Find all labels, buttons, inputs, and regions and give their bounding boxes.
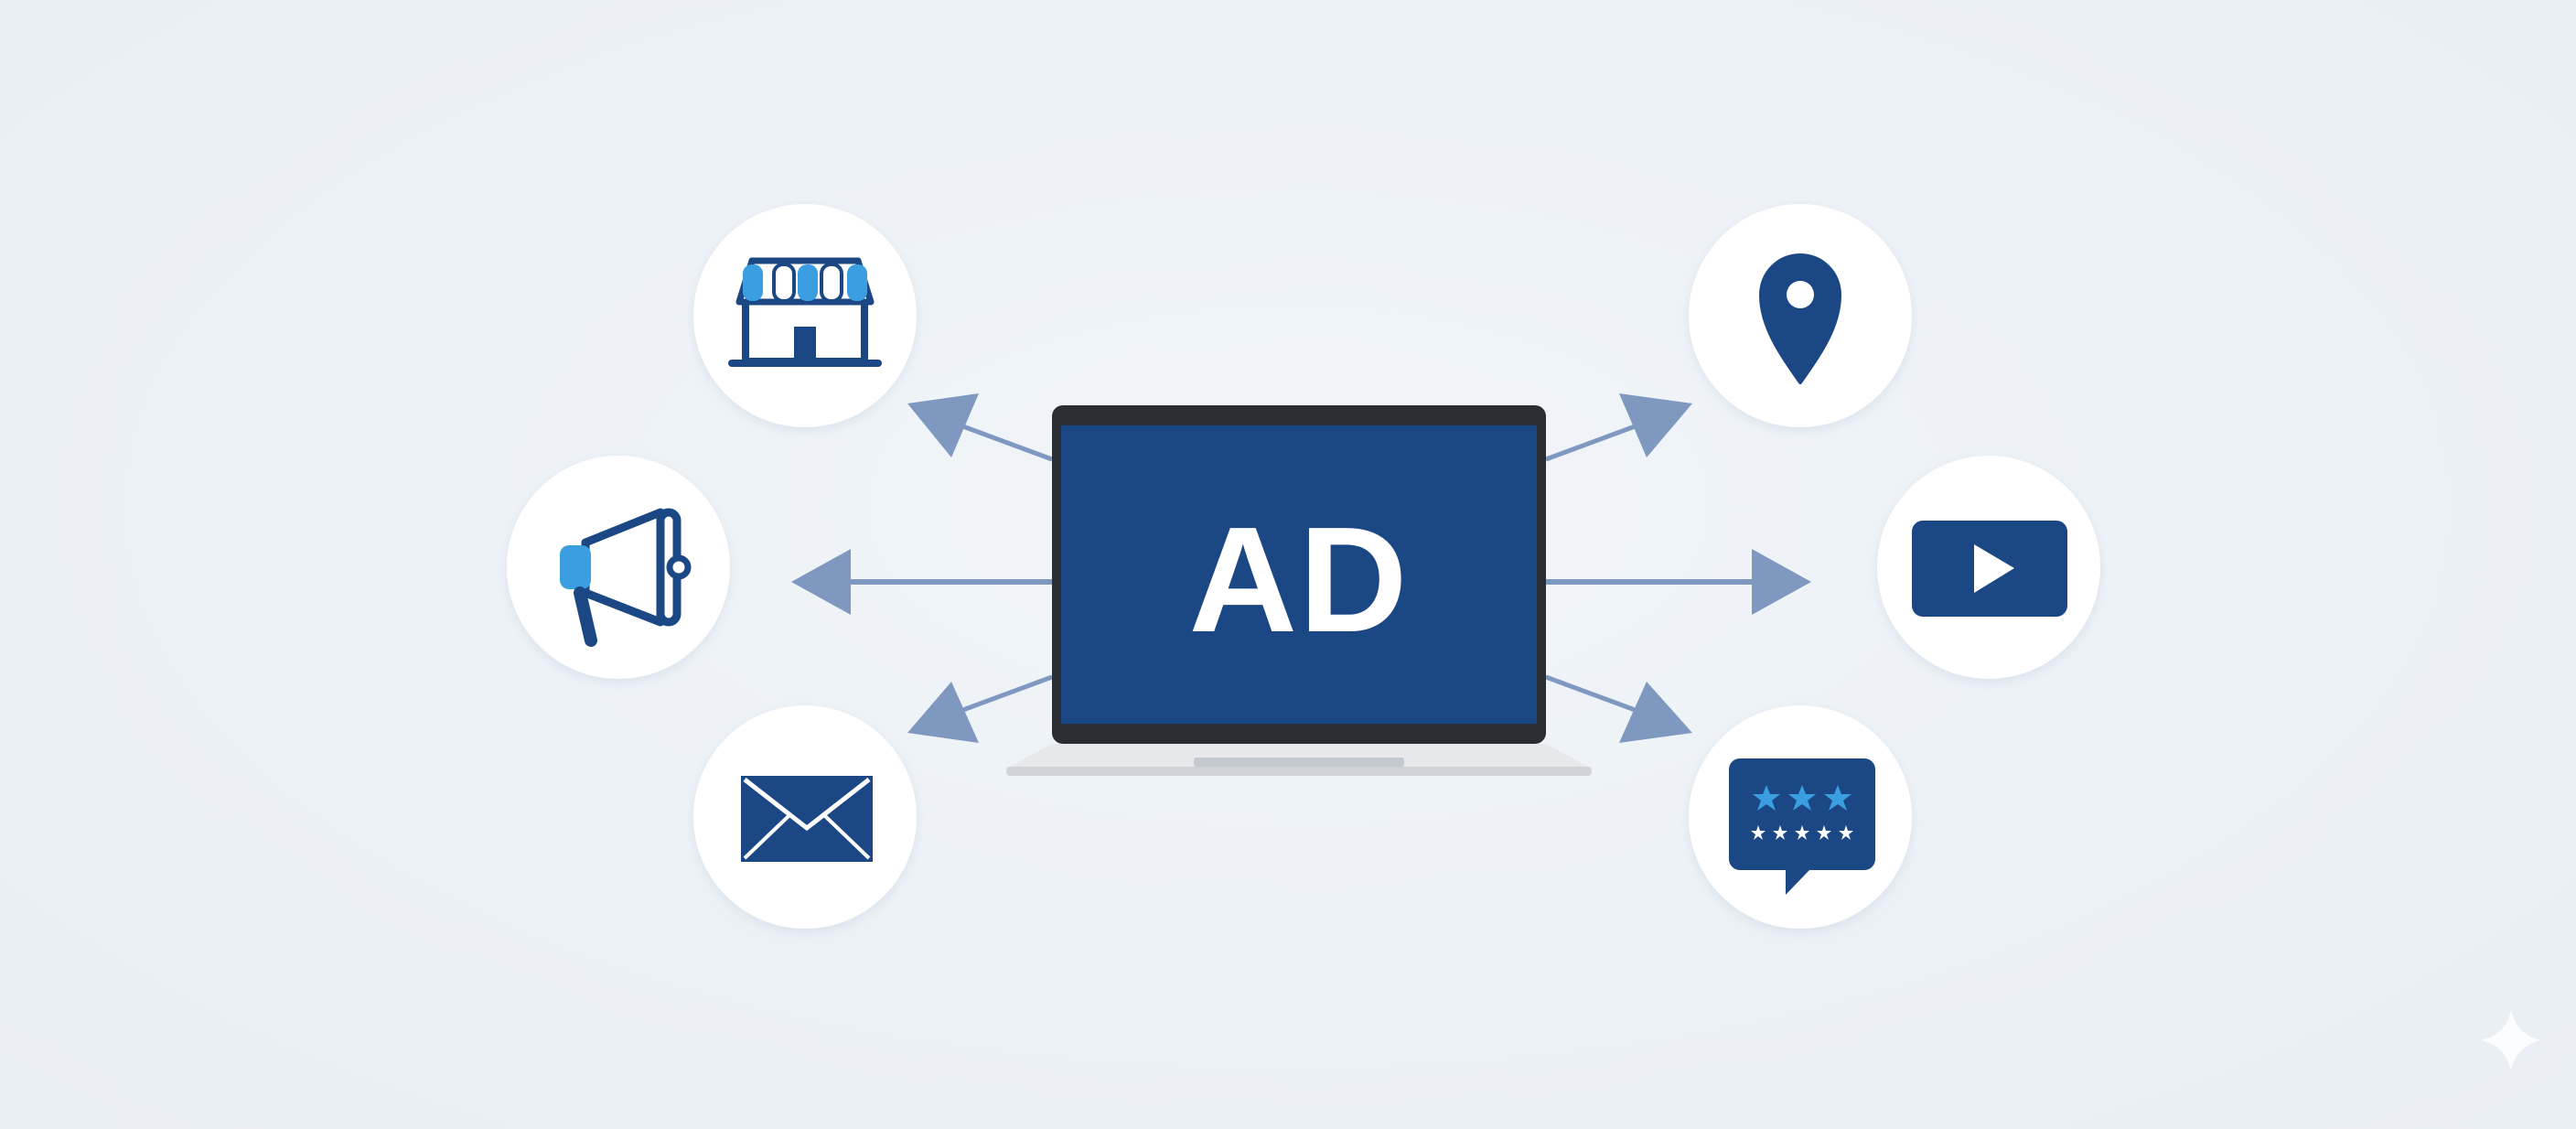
channel-megaphone [507,456,730,679]
arrow-to-location [1545,393,1692,462]
review-stars-icon [1729,758,1875,895]
channel-storefront [693,204,917,427]
envelope-icon [741,776,873,862]
channel-reviews [1689,705,1912,929]
laptop-screen [1061,425,1537,724]
large-stars [1753,785,1852,811]
small-stars [1751,825,1853,840]
laptop-trackpad-notch [1194,758,1404,767]
location-pin-icon [1759,253,1841,384]
arrows [791,393,1811,743]
arrow-to-email [907,674,1053,743]
channel-video [1877,456,2100,679]
arrow-to-megaphone [791,549,1052,615]
channel-location [1689,204,1912,427]
arrow-to-storefront [907,393,1053,462]
sparkle-icon [2481,1010,2541,1070]
arrow-to-video [1546,549,1811,615]
laptop-base [1006,744,1592,769]
laptop-base-edge [1006,767,1592,776]
channel-email [693,705,917,929]
megaphone-icon [560,508,692,647]
ad-label: AD [1189,496,1410,663]
storefront-icon [728,257,882,367]
arrow-to-reviews [1545,674,1692,743]
play-icon [1912,521,2067,617]
storefront-circle [693,204,917,427]
laptop: AD [1006,405,1592,776]
